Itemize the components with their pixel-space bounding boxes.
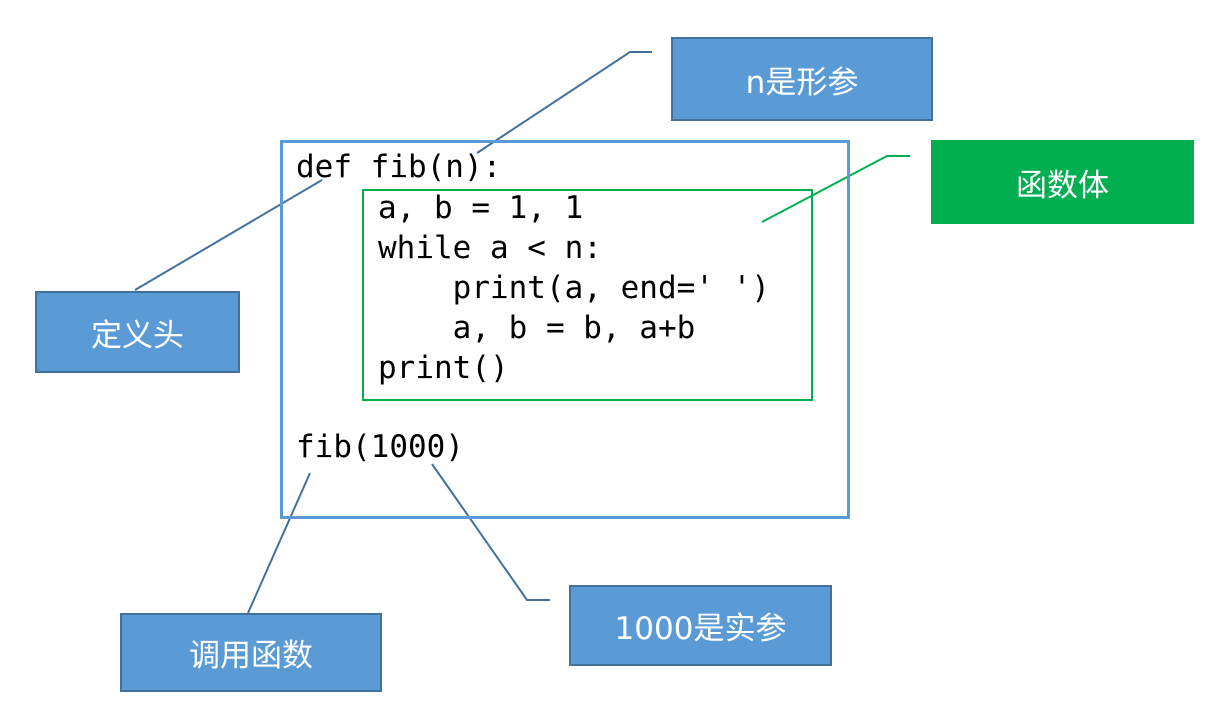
body-line-5: print() <box>378 350 509 386</box>
code-frame <box>280 140 850 519</box>
function-body-callout: 函数体 <box>931 140 1194 224</box>
body-line-1: a, b = 1, 1 <box>378 190 584 226</box>
body-line-4: a, b = b, a+b <box>378 310 696 346</box>
body-line-2: while a < n: <box>378 230 602 266</box>
formal-param-callout: n是形参 <box>671 37 933 121</box>
function-header-code: def fib(n): <box>296 149 502 185</box>
connector-call-function <box>247 472 311 614</box>
function-call-code: fib(1000) <box>296 429 464 465</box>
call-function-callout: 调用函数 <box>120 613 382 692</box>
connector-formal-param <box>476 51 652 154</box>
actual-param-callout: 1000是实参 <box>569 585 832 666</box>
connector-definition-header <box>134 179 323 291</box>
body-line-3: print(a, end=' ') <box>378 270 770 306</box>
function-body-frame <box>362 189 813 401</box>
definition-header-callout: 定义头 <box>35 291 240 373</box>
connector-function-body <box>761 155 910 223</box>
connector-actual-param <box>431 463 550 601</box>
